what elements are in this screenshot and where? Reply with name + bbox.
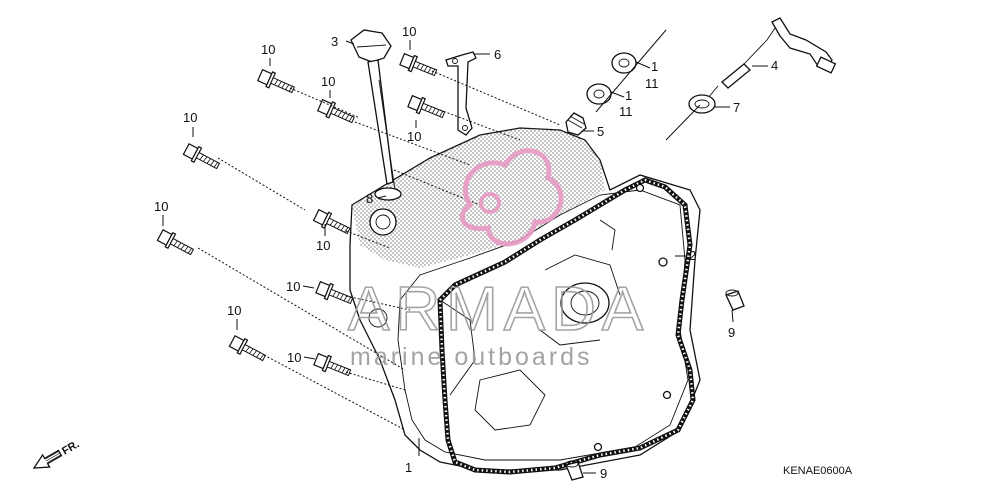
flange-bolt (407, 94, 446, 119)
flange-bolts (156, 52, 446, 377)
flange-bolt (315, 280, 354, 305)
flange-bolt (399, 52, 438, 77)
callout-1-upper-bearing: 1 (651, 59, 658, 74)
stay-bracket (445, 51, 477, 136)
flange-bolt (182, 142, 221, 170)
flange-bolt (256, 68, 295, 94)
callout-4: 4 (771, 58, 778, 73)
callout-7: 7 (733, 100, 740, 115)
watermark-logo-icon (459, 148, 564, 247)
diagram-code: KENAE0600A (783, 465, 853, 477)
callout-1-lower-bearing: 1 (625, 88, 632, 103)
watermark: ARMADA marine outboards (347, 148, 649, 371)
callout-2: 2 (689, 248, 696, 263)
callout-10-j: 10 (287, 350, 301, 365)
callout-3: 3 (331, 34, 338, 49)
callout-10-d: 10 (407, 129, 421, 144)
cover-gasket (437, 177, 696, 475)
clutch-cable (707, 17, 837, 99)
dowel-pin-lower (565, 460, 584, 481)
flange-bolt (312, 208, 351, 235)
bearing-upper (611, 52, 637, 74)
oil-seal (688, 94, 716, 114)
front-direction-arrow: FR. (32, 438, 81, 469)
watermark-tagline: marine outboards (350, 343, 593, 371)
callout-10-e: 10 (183, 110, 197, 125)
callout-10-i: 10 (227, 303, 241, 318)
flange-bolt (156, 228, 195, 256)
direction-label: FR. (60, 438, 81, 457)
right-crankcase-cover (349, 127, 701, 471)
callout-10-h: 10 (286, 279, 300, 294)
callout-11-lower: 11 (619, 104, 633, 119)
flange-bolt (228, 334, 267, 362)
callout-6: 6 (494, 47, 501, 62)
flange-bolt (313, 352, 352, 377)
callout-10-c: 10 (402, 24, 416, 39)
oil-dipstick (350, 29, 396, 191)
callout-9-lower: 9 (600, 466, 607, 481)
callout-10-a: 10 (261, 42, 275, 57)
callout-labels: 1 2 3 4 5 6 7 8 9 9 10 10 10 10 10 10 10… (154, 24, 778, 481)
spring-clip (565, 112, 587, 136)
callout-10-b: 10 (321, 74, 335, 89)
callout-10-f: 10 (316, 238, 330, 253)
bearing-lower (586, 83, 612, 105)
callout-8: 8 (366, 191, 373, 206)
callout-1: 1 (405, 460, 412, 475)
callout-11-upper: 11 (645, 76, 659, 91)
callout-5: 5 (597, 124, 604, 139)
callout-10-g: 10 (154, 199, 168, 214)
callout-9-upper: 9 (728, 325, 735, 340)
dowel-pin-upper (725, 289, 745, 311)
watermark-brand: ARMADA (348, 275, 649, 344)
flange-bolt (316, 98, 355, 124)
